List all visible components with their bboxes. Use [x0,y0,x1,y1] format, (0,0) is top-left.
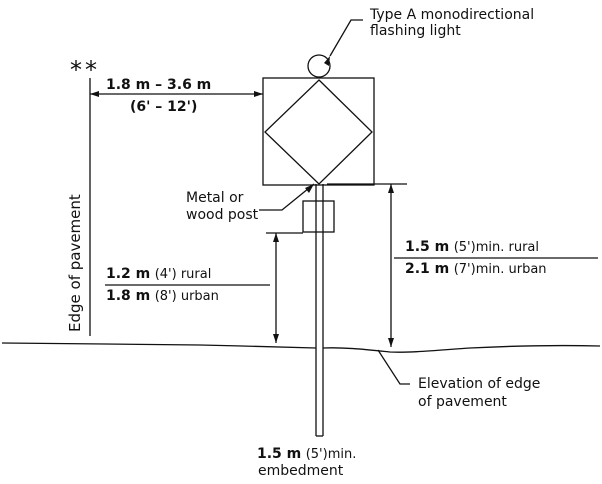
elevation-label-line1: Elevation of edge [418,376,541,392]
right-height-urban-note: (7')min. urban [453,262,547,277]
left-height-urban: 1.8 m (8') urban [106,288,219,305]
edge-of-pavement-label: Edge of pavement [66,194,84,332]
embedment-line2: embedment [258,463,344,479]
right-height-rural-value: 1.5 m [405,239,450,255]
double-asterisk: ** [70,56,100,84]
arrow-post-leader [305,184,314,193]
light-leader [329,19,363,57]
arrow-light-leader [324,56,330,66]
embedment-line1: 1.5 m (5')min. [257,446,357,463]
post-leader [259,183,315,211]
left-height-rural-note: (4') rural [154,267,212,282]
arrow-offset-right [254,91,263,97]
left-height-rural: 1.2 m (4') rural [106,266,212,283]
embedment-value: 1.5 m [257,446,302,462]
post-label-line2: wood post [186,207,259,223]
elevation-label-line2: of pavement [418,394,507,410]
light-label-line2: flashing light [370,23,461,39]
right-height-rural-note: (5')min. rural [453,240,539,255]
right-height-rural: 1.5 m (5')min. rural [405,239,539,256]
left-height-urban-value: 1.8 m [106,288,151,304]
arrow-right-bottom [388,338,394,347]
right-height-urban-value: 2.1 m [405,261,450,277]
arrow-offset-left [90,91,99,97]
left-height-urban-note: (8') urban [154,289,219,304]
arrow-left-top [273,233,279,242]
diamond-symbol [264,79,373,185]
offset-imperial-label: (6' – 12') [130,99,198,115]
ground-line [1,342,601,353]
post-label-line1: Metal or [186,190,244,206]
sign-panel [262,77,375,186]
right-height-urban: 2.1 m (7')min. urban [405,261,547,278]
offset-metric-label: 1.8 m – 3.6 m [106,77,212,93]
left-height-rural-value: 1.2 m [106,266,151,282]
elevation-leader [377,349,410,385]
light-label-line1: Type A monodirectional [370,7,535,23]
arrow-right-top [388,184,394,193]
post-bracket [302,200,335,233]
embedment-note: (5')min. [305,447,357,462]
flashing-light [307,54,331,78]
arrow-left-bottom [273,334,279,343]
